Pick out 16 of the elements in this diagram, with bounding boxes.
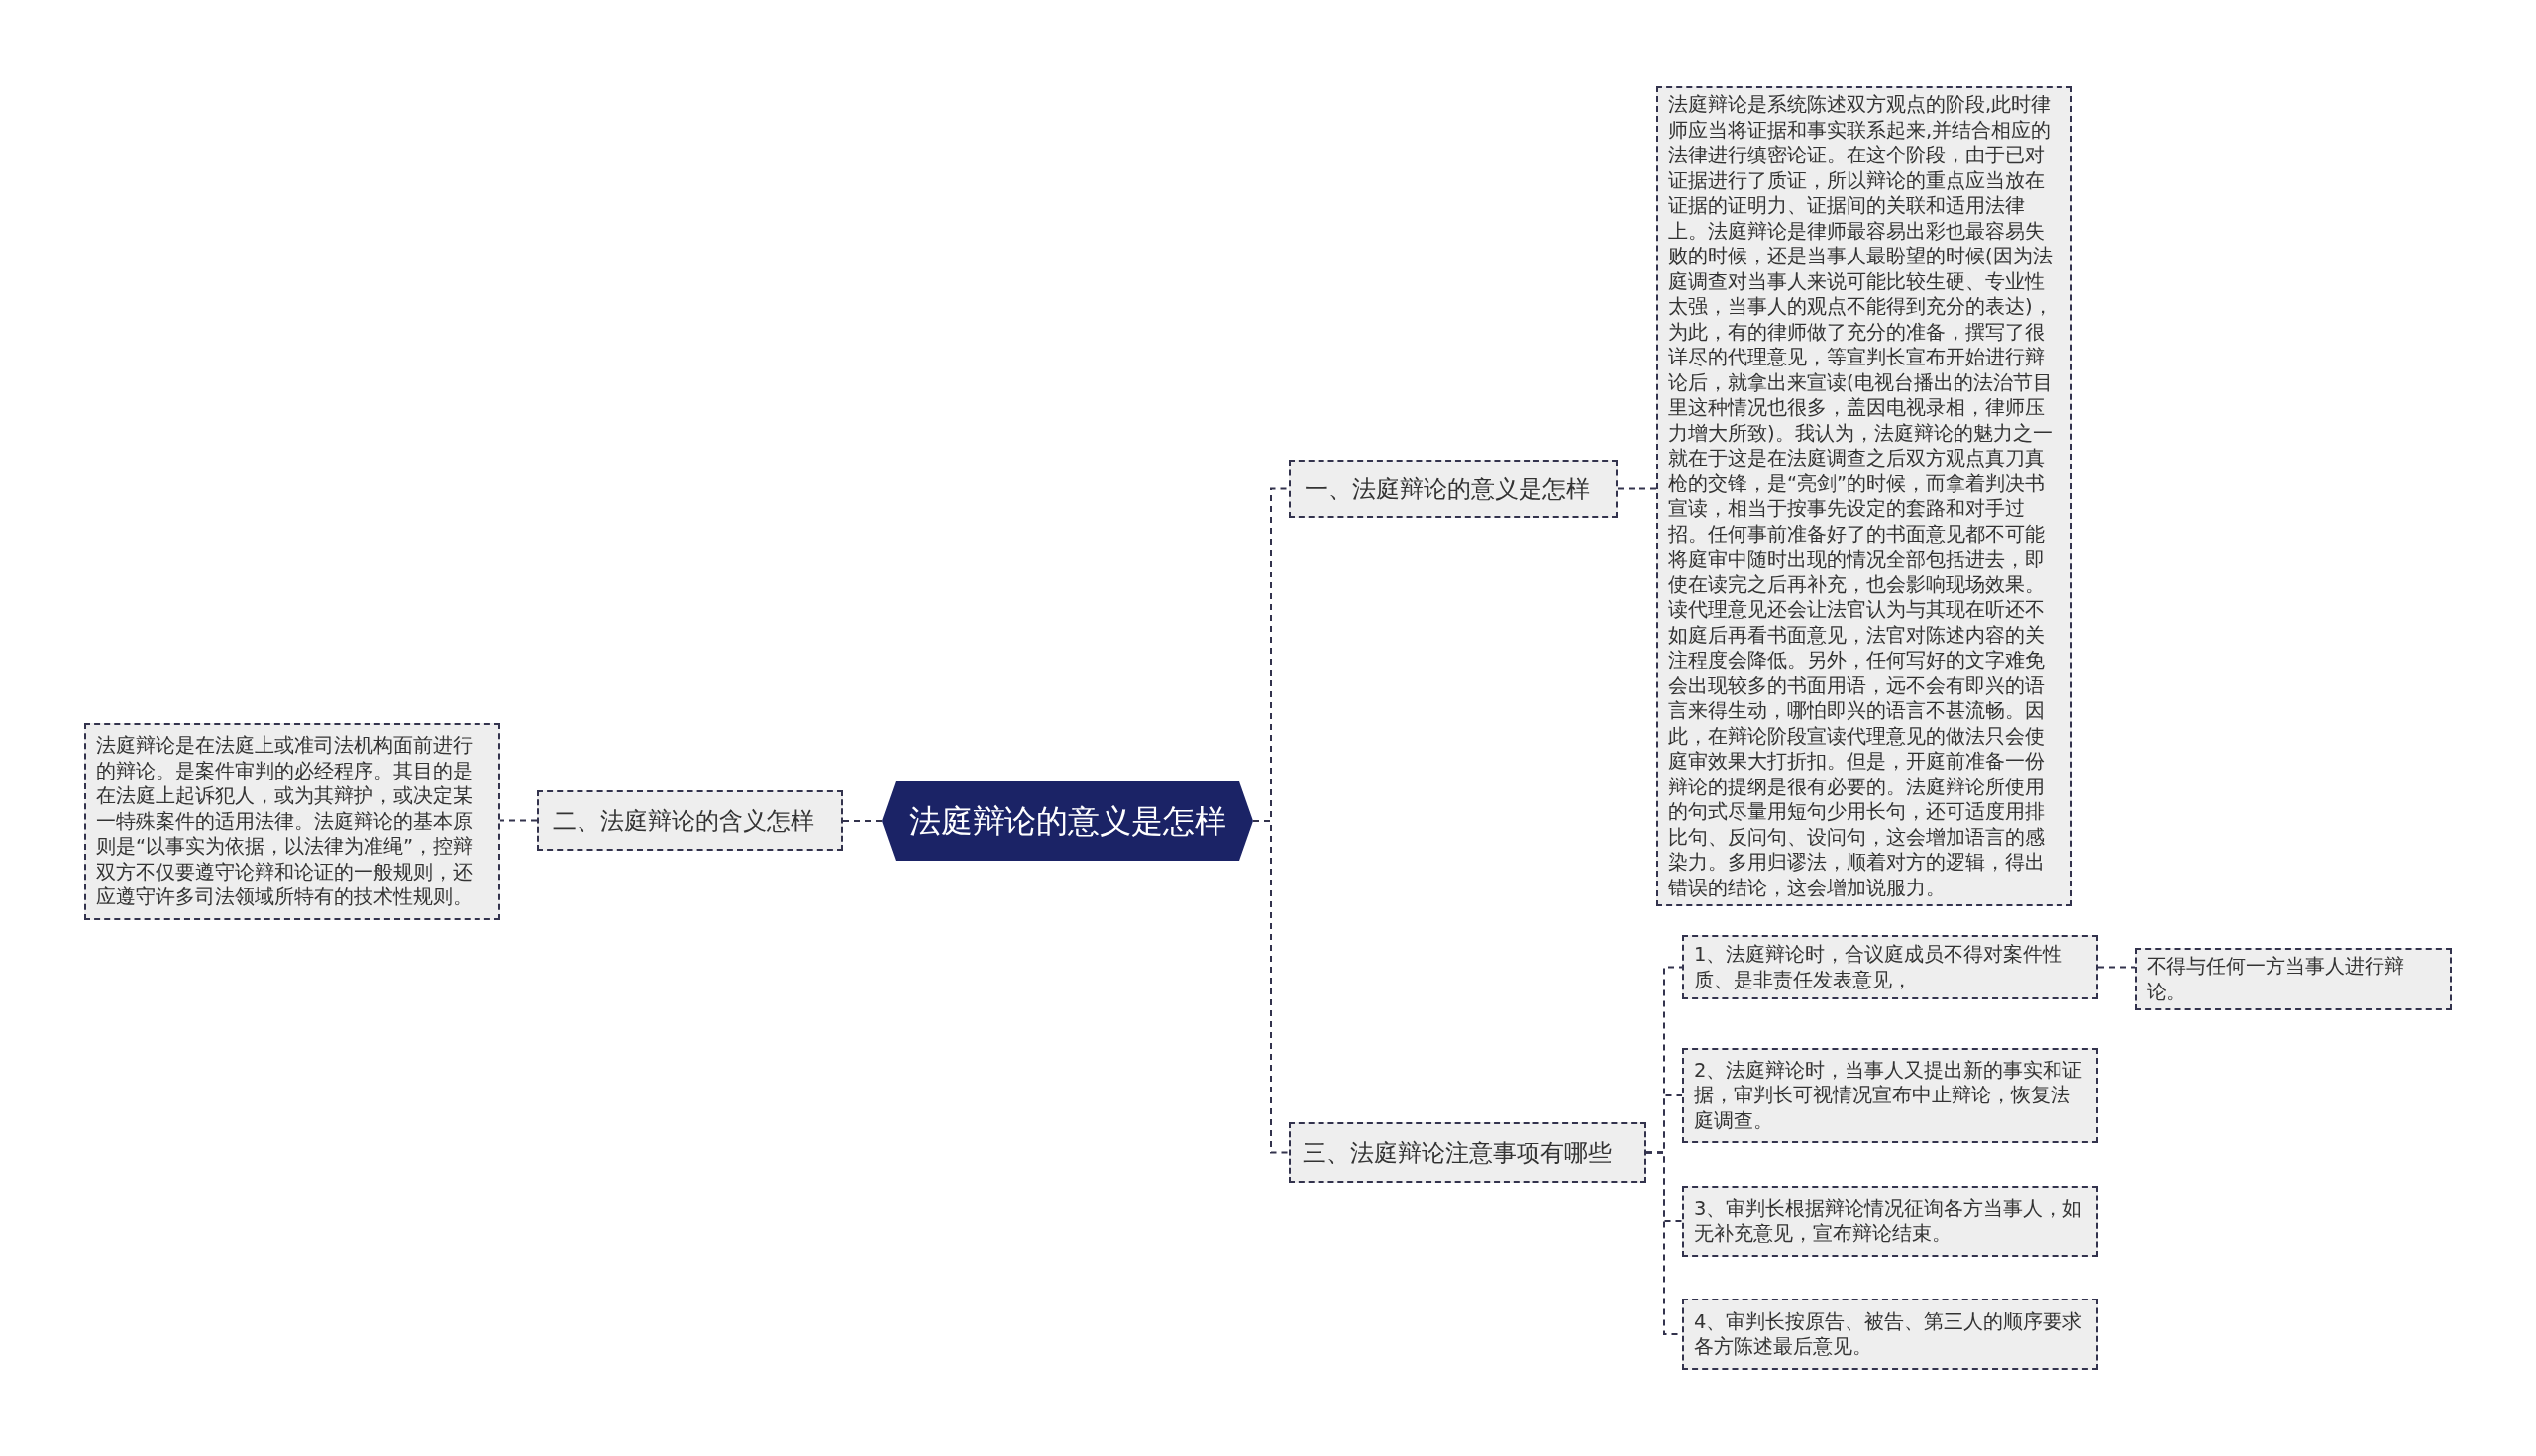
connector	[499, 819, 538, 822]
topic-box: 二、法庭辩论的含义怎样	[537, 790, 843, 851]
central-topic: 法庭辩论的意义是怎样	[882, 781, 1253, 861]
note-box: 不得与任何一方当事人进行辩论。	[2135, 948, 2452, 1010]
connector	[1252, 820, 1290, 1154]
note-box: 4、审判长按原告、被告、第三人的顺序要求各方陈述最后意见。	[1682, 1299, 2098, 1370]
note-box: 法庭辩论是在法庭上或准司法机构面前进行的辩论。是案件审判的必经程序。其目的是在法庭上起诉犯人，或为其辩护，或决定某一特殊案件的适用法律。法庭辩论的基本原则是“以事实为依据，以法律为准绳”，控辩双方不仅要遵守论辩和论证的一般规则，还应遵守许多司法领域所特有的技术性规则。	[84, 723, 500, 920]
topic-box: 一、法庭辩论的意义是怎样	[1289, 460, 1618, 518]
connector	[842, 820, 883, 822]
connector	[2097, 966, 2136, 969]
note-box: 1、法庭辩论时，合议庭成员不得对案件性质、是非责任发表意见，	[1682, 935, 2098, 999]
note-box: 2、法庭辩论时，当事人又提出新的事实和证据，审判长可视情况宣布中止辩论，恢复法庭调查。	[1682, 1048, 2098, 1143]
note-box: 法庭辩论是系统陈述双方观点的阶段,此时律师应当将证据和事实联系起来,并结合相应的法律进行缜密论证。在这个阶段，由于已对证据进行了质证，所以辩论的重点应当放在证据的证明力、证据间的关联和适用法律上。法庭辩论是律师最容易出彩也最容易失败的时候，还是当事人最盼望的时候(因为法庭调查对当事人来说可能比较生硬、专业性太强，当事人的观点不能得到充分的表达)，为此，有的律师做了充分的准备，撰写了很详尽的代理意见，等宣判长宣布开始进行辩论后，就拿出来宣读(电视台播出的法治节目里这种情况也很多，盖因电视录相，律师压力增大所致)。我认为，法庭辩论的魅力之一就在于这是在法庭调查之后双方观点真刀真枪的交锋，是“亮剑”的时候，而拿着判决书宣读，相当于按事先设定的套路和对手过招。任何事前准备好了的书面意见都不可能将庭审中随时出现的情况全部包括进去，即使在读完之后再补充，也会影响现场效果。读代理意见还会让法官认为与其现在听还不如庭后再看书面意见，法官对陈述内容的关注程度会降低。另外，任何写好的文字难免会出现较多的书面用语，远不会有即兴的语言来得生动，哪怕即兴的语言不甚流畅。因此，在辩论阶段宣读代理意见的做法只会使庭审效果大打折扣。但是，开庭前准备一份辩论的提纲是很有必要的。法庭辩论所使用的句式尽量用短句少用长句，还可适度用排比句、反问句、设问句，这会增加语言的感染力。多用归谬法，顺着对方的逻辑，得出错误的结论，这会增加说服力。	[1656, 86, 2072, 906]
topic-box: 三、法庭辩论注意事项有哪些	[1289, 1122, 1646, 1183]
connector	[1617, 487, 1657, 490]
note-box: 3、审判长根据辩论情况征询各方当事人，如无补充意见，宣布辩论结束。	[1682, 1186, 2098, 1257]
